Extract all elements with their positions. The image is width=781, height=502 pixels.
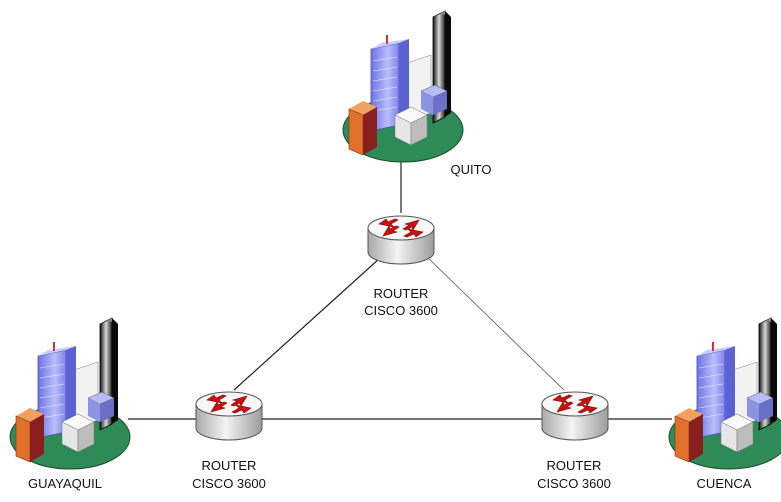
router-top-icon [367, 215, 435, 265]
city-cuenca-icon [668, 317, 781, 470]
city-quito-icon [342, 10, 464, 163]
link-top-right-router [427, 257, 565, 391]
router-left-label-line1: ROUTER [202, 458, 257, 473]
link-top-left-router [233, 257, 381, 391]
router-right-label-line1: ROUTER [547, 458, 602, 473]
router-top-label-line1: ROUTER [374, 286, 429, 301]
router-right-label-line2: CISCO 3600 [537, 476, 611, 491]
city-label-quito: QUITO [451, 162, 492, 177]
router-left-icon [195, 391, 263, 441]
router-top-label-line2: CISCO 3600 [364, 303, 438, 318]
network-links [128, 150, 672, 420]
router-right-icon [541, 391, 609, 441]
city-label-guayaquil: GUAYAQUIL [28, 476, 102, 491]
router-left-label-line2: CISCO 3600 [192, 476, 266, 491]
city-label-cuenca: CUENCA [697, 476, 752, 491]
city-guayaquil-icon [9, 317, 131, 470]
